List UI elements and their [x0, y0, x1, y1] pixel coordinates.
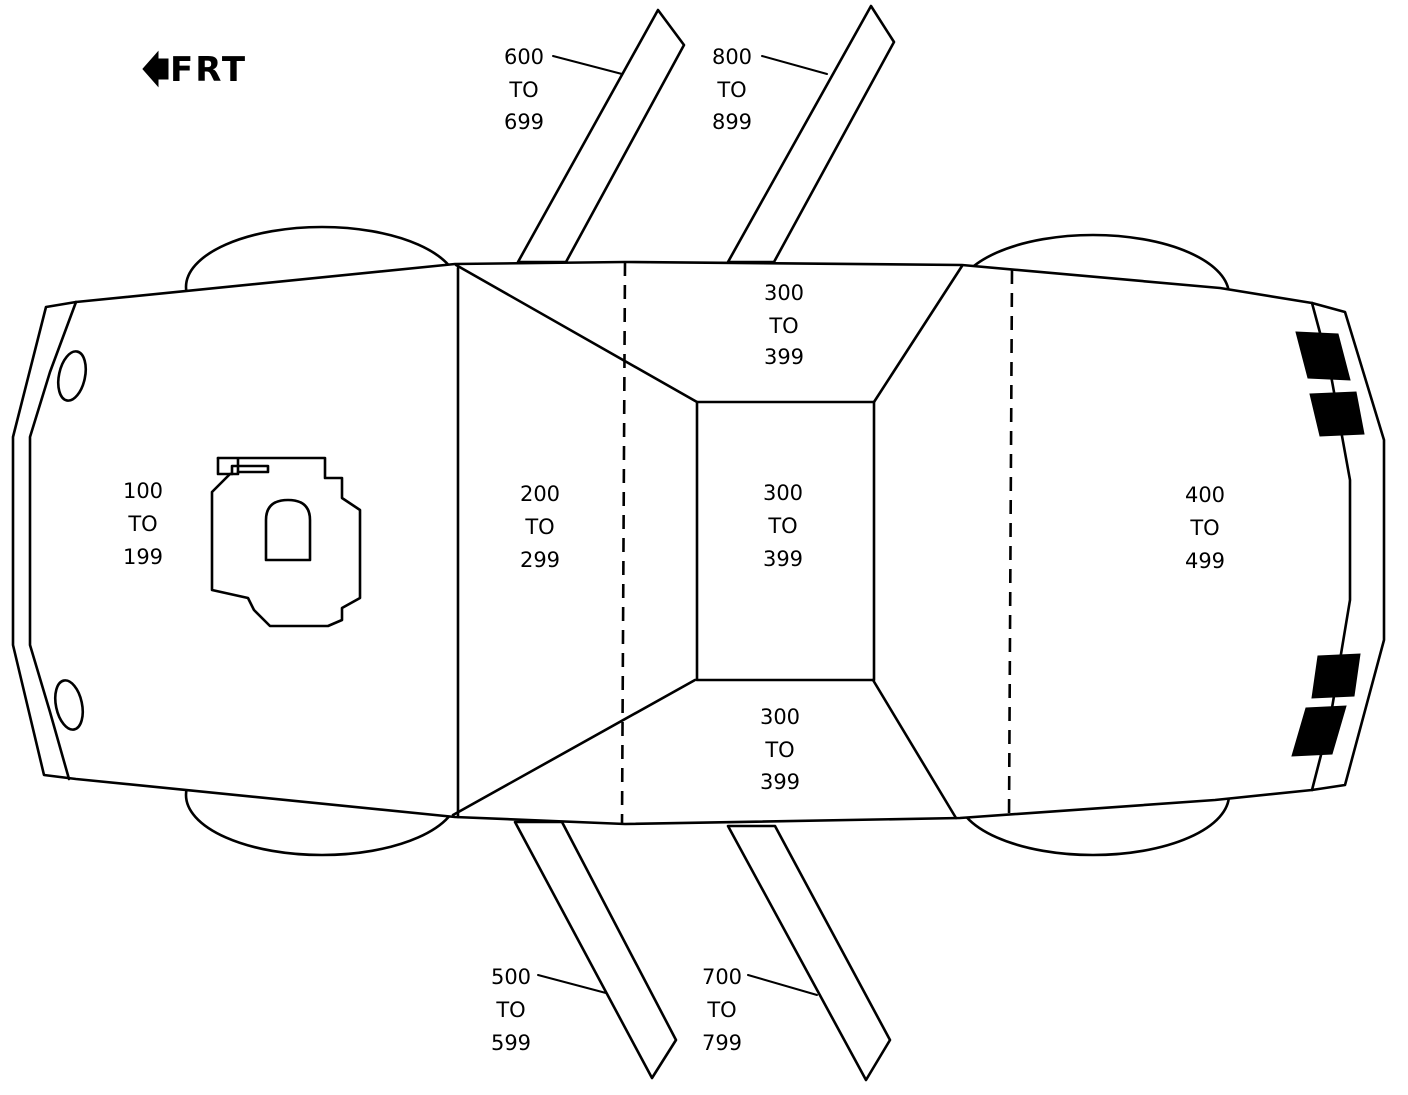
svg-text:TO: TO	[706, 998, 736, 1022]
svg-text:TO: TO	[1189, 516, 1219, 540]
zone-label-rear: 400 TO 499	[1185, 483, 1225, 573]
svg-text:799: 799	[702, 1031, 742, 1055]
svg-text:600: 600	[504, 45, 544, 69]
door-rear-left	[726, 4, 896, 264]
zone-label-roof-top: 300 TO 399	[764, 281, 804, 369]
svg-text:400: 400	[1185, 483, 1225, 507]
headlight-left	[56, 350, 88, 402]
headlights	[53, 350, 88, 731]
svg-text:399: 399	[764, 345, 804, 369]
svg-text:TO: TO	[767, 514, 797, 538]
zone-label-door-rear-left: 800 TO 899	[712, 45, 752, 134]
svg-text:700: 700	[702, 965, 742, 989]
svg-text:TO: TO	[768, 314, 798, 338]
front-direction-indicator: FRT	[142, 50, 247, 90]
svg-text:TO: TO	[508, 78, 538, 102]
tail-lights	[1291, 331, 1365, 757]
svg-text:TO: TO	[524, 515, 554, 539]
tail-light-lower-1	[1311, 653, 1361, 699]
svg-text:299: 299	[520, 548, 560, 572]
door-rear-right	[726, 824, 892, 1082]
zone-label-front: 100 TO 199	[123, 479, 163, 569]
svg-text:TO: TO	[716, 78, 746, 102]
svg-text:199: 199	[123, 545, 163, 569]
door-front-right	[513, 820, 678, 1080]
svg-text:800: 800	[712, 45, 752, 69]
svg-text:699: 699	[504, 110, 544, 134]
tail-light-upper-2	[1309, 391, 1365, 437]
roof-panel	[695, 400, 876, 682]
zone-label-roof-center: 300 TO 399	[763, 481, 803, 571]
svg-text:300: 300	[760, 705, 800, 729]
svg-text:599: 599	[491, 1031, 531, 1055]
svg-text:500: 500	[491, 965, 531, 989]
headlight-right	[53, 679, 85, 731]
zone-label-front-cabin: 200 TO 299	[520, 482, 560, 572]
frt-label: FRT	[170, 50, 247, 90]
zone-label-door-front-right: 500 TO 599	[491, 965, 531, 1055]
svg-text:300: 300	[763, 481, 803, 505]
zone-label-roof-bottom: 300 TO 399	[760, 705, 800, 794]
svg-text:399: 399	[760, 770, 800, 794]
tail-light-lower-2	[1291, 705, 1347, 757]
arrow-left-icon	[142, 50, 169, 88]
zone-label-door-rear-right: 700 TO 799	[702, 965, 742, 1055]
zone-divisions	[451, 261, 1014, 825]
zone-label-door-front-left: 600 TO 699	[504, 45, 544, 134]
svg-text:100: 100	[123, 479, 163, 503]
svg-text:TO: TO	[127, 512, 157, 536]
svg-text:399: 399	[763, 547, 803, 571]
svg-text:TO: TO	[764, 738, 794, 762]
svg-text:TO: TO	[495, 998, 525, 1022]
svg-text:200: 200	[520, 482, 560, 506]
tail-light-upper-1	[1295, 331, 1351, 381]
svg-text:300: 300	[764, 281, 804, 305]
svg-text:899: 899	[712, 110, 752, 134]
svg-text:499: 499	[1185, 549, 1225, 573]
engine-component	[210, 456, 362, 628]
